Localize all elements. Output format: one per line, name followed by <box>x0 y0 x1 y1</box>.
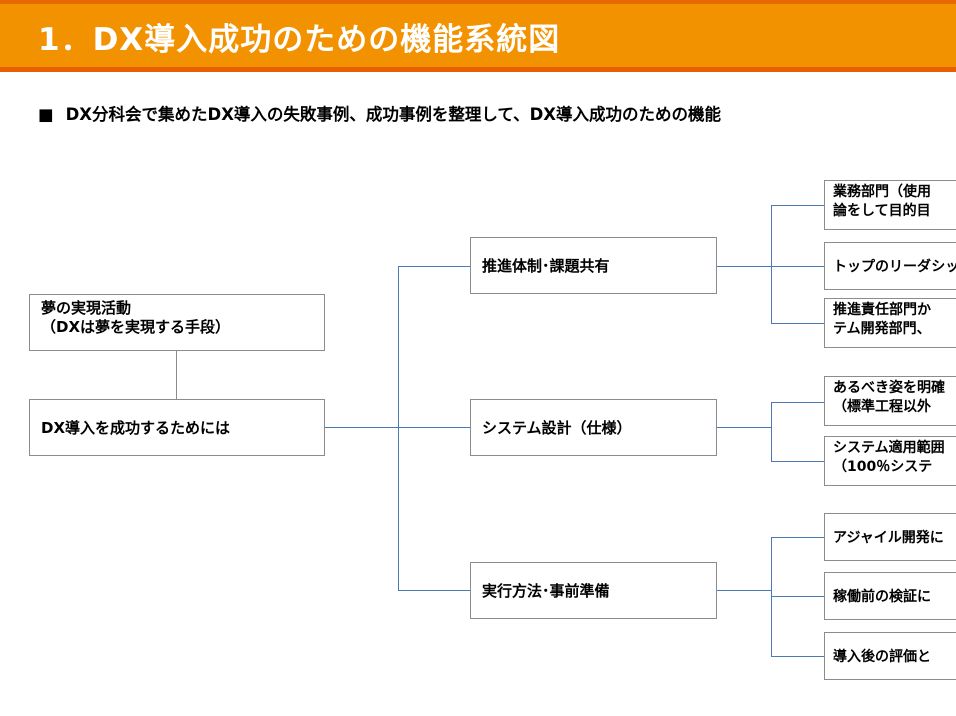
page-title: 1．DX導入成功のための機能系統図 <box>38 22 561 58</box>
branch-connector-1 <box>398 266 470 267</box>
root-box: DX導入を成功するためには <box>29 399 325 456</box>
leaf-3-3-line-1: 導入後の評価と <box>833 649 931 665</box>
leaf-2-1-line-2: （標準工程以外 <box>833 399 931 415</box>
branch-label-3: 実行方法･事前準備 <box>482 582 610 600</box>
branch2-spine <box>771 402 772 461</box>
leaf-1-1-line-2: 論をして目的目 <box>833 203 931 219</box>
branch-box-1: 推進体制･課題共有 <box>470 237 717 294</box>
branch-label-2: システム設計（仕様） <box>482 419 632 437</box>
leaf-box-3-3: 導入後の評価と <box>824 632 956 680</box>
leaf-box-3-1: アジャイル開発に <box>824 513 956 561</box>
leaf-box-1-2: トップのリーダシッ <box>824 242 956 290</box>
leaf-box-1-1: 業務部門（使用 論をして目的目 <box>824 180 956 230</box>
leaf-connector-2-1 <box>771 402 824 403</box>
subtitle-text: DX分科会で集めたDX導入の失敗事例、成功事例を整理して、DX導入成功のための機… <box>65 105 722 124</box>
subtitle: ■ DX分科会で集めたDX導入の失敗事例、成功事例を整理して、DX導入成功のための… <box>38 101 956 125</box>
branch-box-2: システム設計（仕様） <box>470 399 717 456</box>
title-underline <box>0 67 956 72</box>
root-connector <box>325 427 398 428</box>
branch1-out <box>717 266 771 267</box>
leaf-connector-3-2 <box>771 596 824 597</box>
leaf-3-1-line-1: アジャイル開発に <box>833 530 944 546</box>
leaf-connector-1-2 <box>771 266 824 267</box>
branch-spine <box>398 266 399 590</box>
leaf-2-1-line-1: あるべき姿を明確 <box>833 380 945 396</box>
root-label: DX導入を成功するためには <box>41 419 231 437</box>
branch-connector-2 <box>398 427 470 428</box>
leaf-box-2-2: システム適用範囲 （100％システ <box>824 436 956 486</box>
leaf-connector-1-1 <box>771 205 824 206</box>
bullet-square-icon: ■ <box>38 105 54 124</box>
purpose-line-1: 夢の実現活動 <box>41 299 132 317</box>
leaf-1-2-line-1: トップのリーダシッ <box>833 259 956 275</box>
leaf-3-2-line-1: 稼働前の検証に <box>833 589 931 605</box>
leaf-connector-3-1 <box>771 537 824 538</box>
purpose-connector <box>176 351 177 399</box>
leaf-connector-1-3 <box>771 323 824 324</box>
leaf-1-3-line-1: 推進責任部門か <box>833 302 931 318</box>
branch-connector-3 <box>398 590 470 591</box>
leaf-connector-3-3 <box>771 656 824 657</box>
leaf-box-1-3: 推進責任部門か テム開発部門、 <box>824 298 956 348</box>
leaf-2-2-line-1: システム適用範囲 <box>833 440 945 456</box>
leaf-box-3-2: 稼働前の検証に <box>824 572 956 620</box>
title-bar: 1．DX導入成功のための機能系統図 <box>0 0 956 72</box>
branch-box-3: 実行方法･事前準備 <box>470 562 717 619</box>
leaf-1-1-line-1: 業務部門（使用 <box>833 184 931 200</box>
purpose-box: 夢の実現活動 （DXは夢を実現する手段） <box>29 294 325 351</box>
leaf-1-3-line-2: テム開発部門、 <box>833 321 931 337</box>
purpose-line-2: （DXは夢を実現する手段） <box>41 318 231 336</box>
leaf-box-2-1: あるべき姿を明確 （標準工程以外 <box>824 376 956 426</box>
branch-label-1: 推進体制･課題共有 <box>482 257 610 275</box>
leaf-connector-2-2 <box>771 461 824 462</box>
branch1-spine <box>771 205 772 323</box>
leaf-2-2-line-2: （100％システ <box>833 459 933 475</box>
branch2-out <box>717 427 771 428</box>
branch3-out <box>717 590 771 591</box>
